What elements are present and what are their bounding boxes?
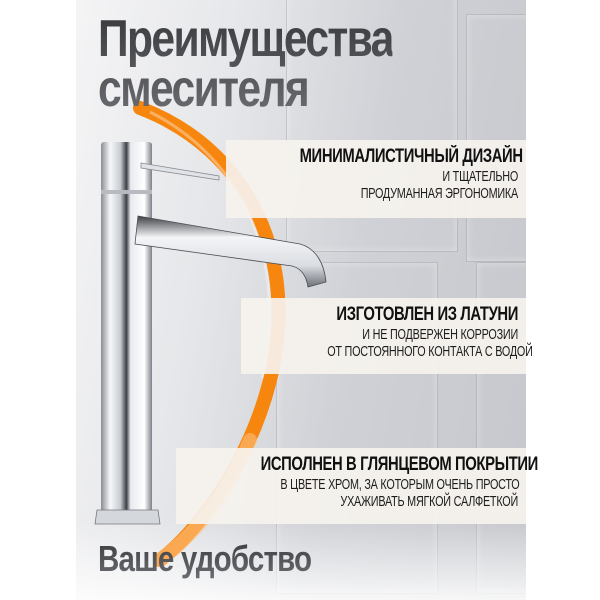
title-line-2: смесителя — [98, 60, 309, 118]
feature-text: И ТЩАТЕЛЬНО — [442, 168, 518, 185]
feature-heading: ИСПОЛНЕН В ГЛЯНЦЕВОМ ПОКРЫТИИ — [260, 454, 539, 475]
feature-text: ОТ ПОСТОЯННОГО КОНТАКТА С ВОДОЙ — [327, 343, 533, 360]
feature-text: ПРОДУМАННАЯ ЭРГОНОМИКА — [360, 185, 519, 202]
door-panel — [286, 0, 458, 252]
feature-heading: ИЗГОТОВЛЕН ИЗ ЛАТУНИ — [336, 304, 518, 325]
footer-tagline: Ваше удобство — [98, 538, 312, 579]
feature-text: В ЦВЕТЕ ХРОМ, ЗА КОТОРЫМ ОЧЕНЬ ПРОСТО — [280, 476, 520, 493]
feature-text: И НЕ ПОДВЕРЖЕН КОРРОЗИИ — [362, 326, 518, 343]
bottom-fade — [76, 520, 526, 600]
feature-heading: МИНИМАЛИСТИЧНЫЙ ДИЗАЙН — [299, 146, 523, 167]
feature-card: МИНИМАЛИСТИЧНЫЙ ДИЗАЙН И ТЩАТЕЛЬНО ПРОДУ… — [226, 140, 526, 218]
door-panel — [466, 14, 526, 262]
feature-text: УХАЖИВАТЬ МЯГКОЙ САЛФЕТКОЙ — [340, 493, 518, 510]
feature-card: ИЗГОТОВЛЕН ИЗ ЛАТУНИ И НЕ ПОДВЕРЖЕН КОРР… — [241, 298, 533, 374]
page-title: Преимущества смесителя — [98, 14, 393, 114]
feature-card: ИСПОЛНЕН В ГЛЯНЦЕВОМ ПОКРЫТИИ В ЦВЕТЕ ХР… — [176, 448, 539, 524]
